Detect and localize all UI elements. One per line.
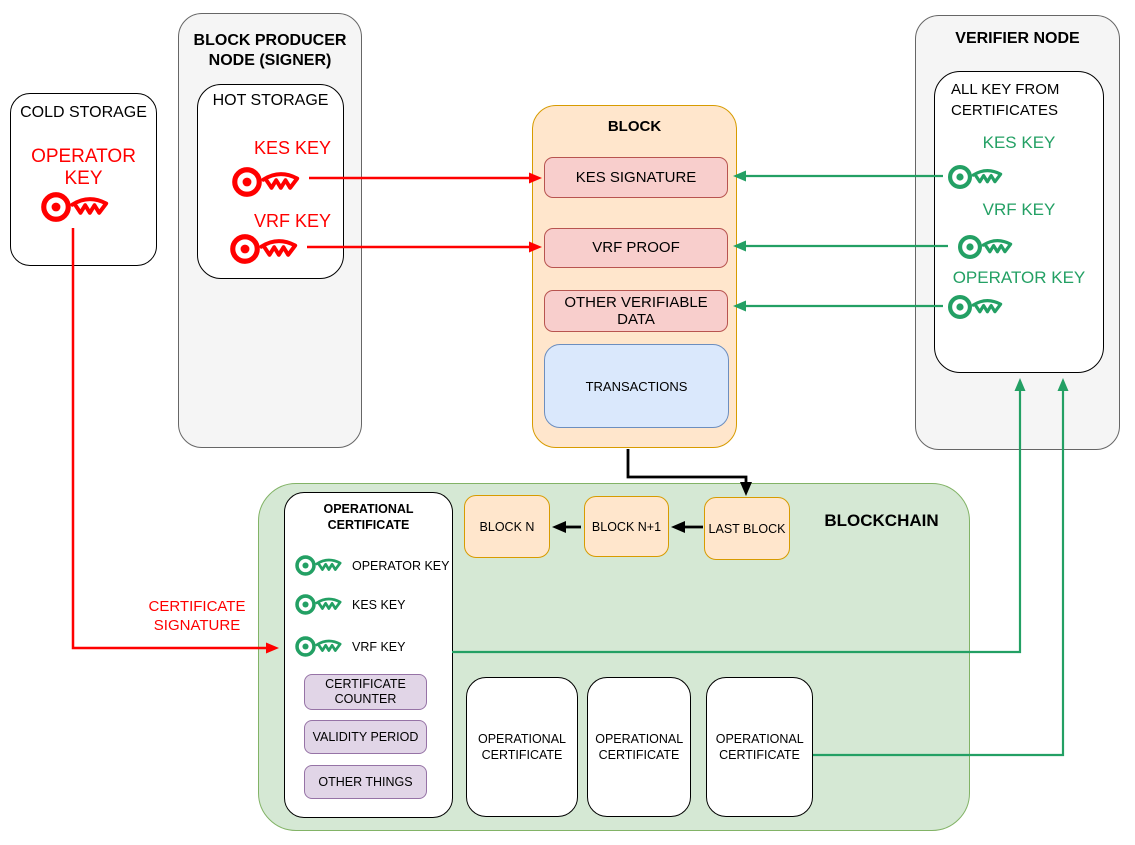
cert-vrf-key-icon: [293, 632, 347, 661]
certificate-counter-box: CERTIFICATE COUNTER: [304, 674, 427, 710]
transactions-box: TRANSACTIONS: [544, 344, 729, 428]
verifier-kes-key-label: KES KEY: [982, 133, 1056, 152]
other-verifiable-data-box: OTHER VERIFIABLE DATA: [544, 290, 728, 332]
vrf-key-icon: [228, 228, 304, 270]
blockchain-title: BLOCKCHAIN: [824, 511, 939, 530]
cert-operator-key-row: OPERATOR KEY: [293, 551, 449, 580]
kes-signature-box: KES SIGNATURE: [544, 157, 728, 198]
verifier-vrf-key-icon: [957, 230, 1017, 264]
cold-storage-box: COLD STORAGE OPERATOR KEY: [10, 93, 157, 266]
cert-operator-key-label: OPERATOR KEY: [352, 558, 450, 573]
block-box: BLOCK KES SIGNATURE VRF PROOF OTHER VERI…: [532, 105, 737, 448]
operator-key-icon: [39, 186, 115, 228]
block-producer-title: BLOCK PRODUCER NODE (SIGNER): [193, 32, 347, 69]
kes-key-icon: [230, 161, 306, 203]
verifier-kes-key-icon: [947, 160, 1007, 194]
vrf-key-label: VRF KEY: [253, 211, 332, 231]
operational-certificate-box: OPERATIONAL CERTIFICATE OPERATOR KEY KES…: [284, 492, 453, 818]
certificate-signature-label: CERTIFICATE SIGNATURE: [148, 598, 246, 634]
verifier-node-title: VERIFIER NODE: [955, 30, 1080, 47]
cert-vrf-key-label: VRF KEY: [352, 639, 406, 654]
validity-period-box: VALIDITY PERIOD: [304, 720, 427, 754]
cert-operator-key-icon: [293, 551, 347, 580]
verifier-operator-key-icon: [947, 290, 1007, 324]
stored-certificate-1: OPERATIONAL CERTIFICATE: [466, 677, 578, 817]
cold-storage-title: COLD STORAGE: [20, 104, 147, 121]
cold-operator-key-label: OPERATOR KEY: [31, 146, 136, 189]
block-n1-box: BLOCK N+1: [584, 496, 669, 557]
other-things-box: OTHER THINGS: [304, 765, 427, 799]
block-n-box: BLOCK N: [464, 495, 550, 558]
kes-key-label: KES KEY: [253, 138, 332, 158]
block-title: BLOCK: [607, 118, 662, 135]
cert-vrf-key-row: VRF KEY: [293, 632, 406, 661]
operational-certificate-title: OPERATIONAL CERTIFICATE: [323, 502, 414, 533]
verifier-node-box: VERIFIER NODE ALL KEY FROM CERTIFICATES …: [915, 15, 1120, 450]
key-store-title: ALL KEY FROM CERTIFICATES: [951, 81, 1060, 119]
cert-kes-key-icon: [293, 590, 347, 619]
vrf-proof-box: VRF PROOF: [544, 228, 728, 268]
edge-block-to-last-block: [626, 449, 752, 496]
hot-storage-title: HOT STORAGE: [212, 92, 329, 109]
verifier-operator-key-label: OPERATOR KEY: [952, 268, 1086, 287]
stored-certificate-2: OPERATIONAL CERTIFICATE: [587, 677, 691, 817]
last-block-box: LAST BLOCK: [704, 497, 790, 560]
cert-kes-key-label: KES KEY: [352, 597, 406, 612]
stored-certificate-3: OPERATIONAL CERTIFICATE: [706, 677, 813, 817]
verifier-vrf-key-label: VRF KEY: [982, 200, 1056, 219]
block-producer-node-box: BLOCK PRODUCER NODE (SIGNER) HOT STORAGE…: [178, 13, 362, 448]
verifier-key-store-box: ALL KEY FROM CERTIFICATES KES KEY VRF KE…: [934, 71, 1104, 373]
cert-kes-key-row: KES KEY: [293, 590, 406, 619]
blockchain-area: BLOCKCHAIN OPERATIONAL CERTIFICATE OPERA…: [258, 483, 970, 831]
hot-storage-box: HOT STORAGE KES KEY VRF KEY: [197, 84, 344, 279]
